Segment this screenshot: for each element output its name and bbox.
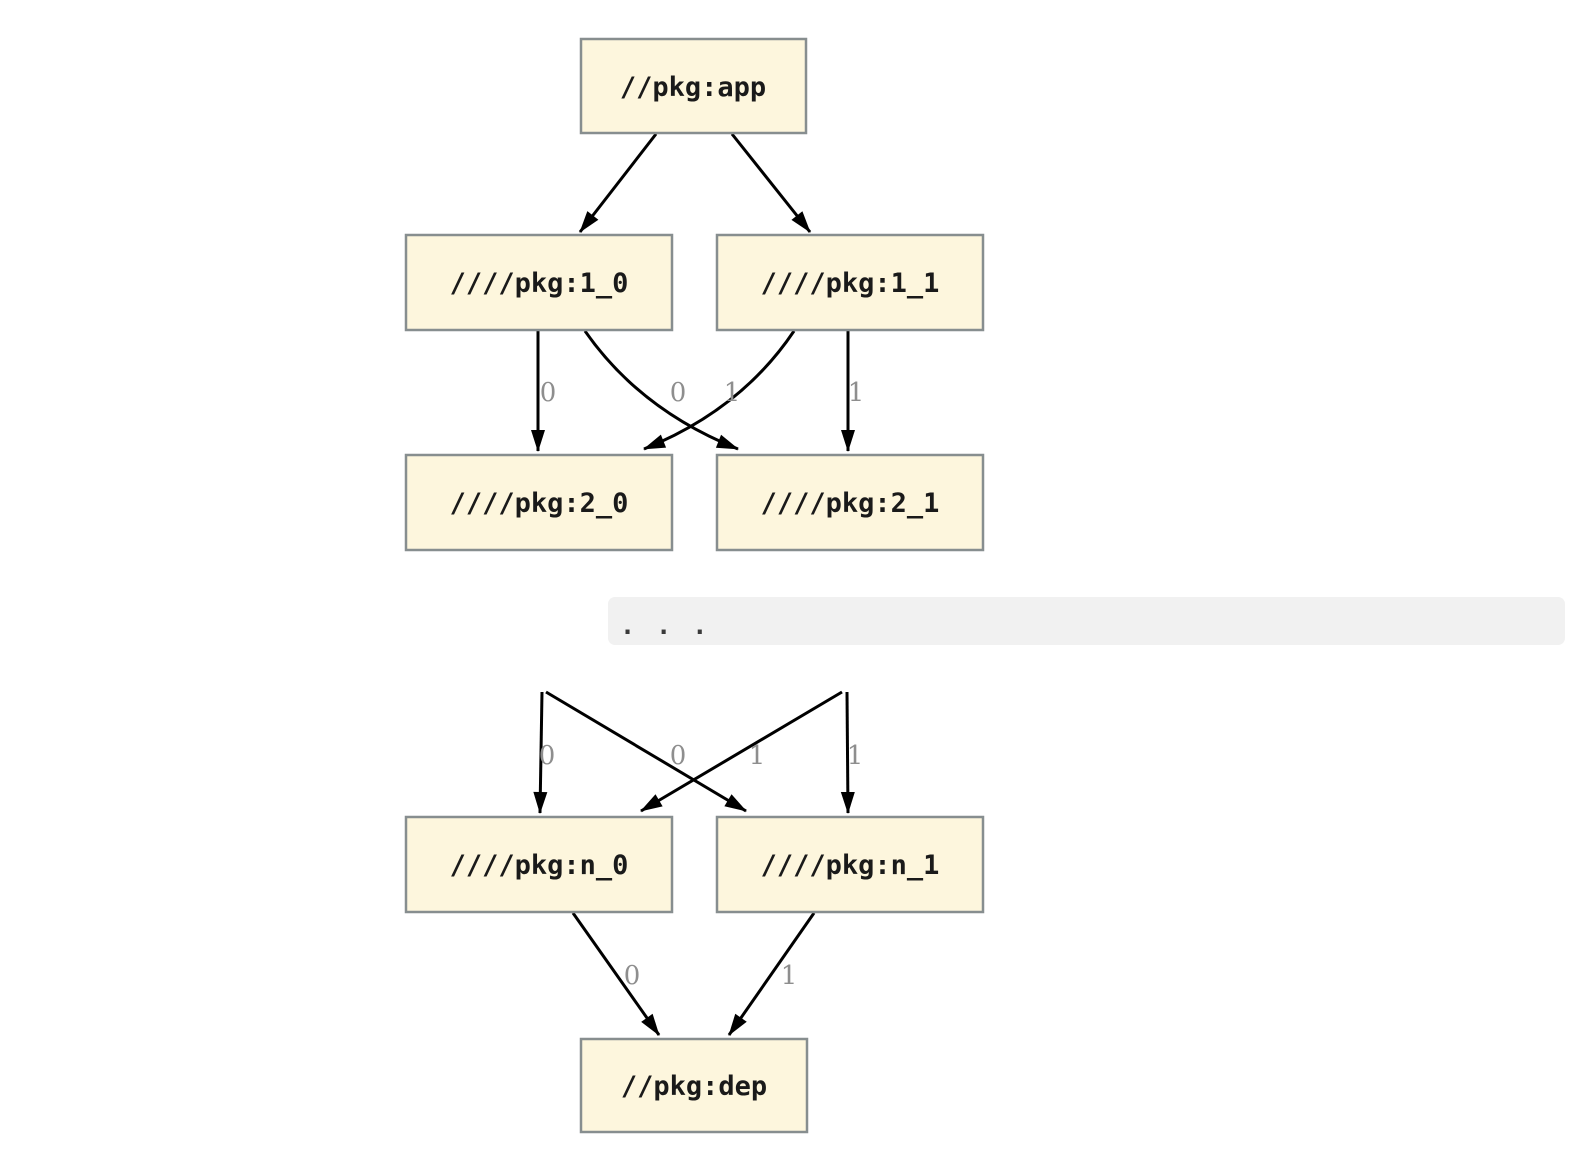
- edge-dots-to-n-1-cross: [545, 690, 747, 813]
- edge-n-1-to-dep: [727, 912, 816, 1036]
- edge-label-dots-to-n-0: 0: [539, 741, 556, 771]
- ellipsis-text: . . .: [620, 611, 710, 640]
- node-1-0-label: ////pkg:1_0: [450, 268, 629, 299]
- edge-dots-to-n-0: [533, 691, 548, 814]
- node-app-box: [579, 37, 808, 135]
- node-1-0: ////pkg:1_0: [404, 233, 674, 332]
- node-2-0: ////pkg:2_0: [404, 453, 674, 552]
- nodes: //pkg:app ////pkg:1_0 ////pkg:1_1 ////pk…: [404, 37, 985, 1134]
- edge-1-0-to-2-1: [583, 330, 739, 451]
- node-app: //pkg:app: [579, 37, 808, 135]
- edge-1-1-to-2-0: [643, 330, 796, 451]
- node-2-0-label: ////pkg:2_0: [450, 488, 629, 519]
- edge-app-to-1-1: [730, 133, 812, 233]
- node-n-1: ////pkg:n_1: [715, 815, 985, 914]
- edge-label-dots-to-n-0-cross: 0: [670, 741, 687, 771]
- edge-label-1-0-to-2-1: 1: [724, 378, 741, 408]
- edge-group-mid-lower: [533, 690, 855, 814]
- edge-label-1-1-to-2-1: 1: [848, 378, 865, 408]
- edge-label-n-0-to-dep: 0: [624, 961, 641, 991]
- edge-label-dots-to-n-1-cross: 1: [749, 741, 766, 771]
- node-n-0-box: [404, 815, 674, 914]
- edge-group-mid-upper: [531, 330, 855, 452]
- node-dep-label: //pkg:dep: [621, 1071, 767, 1102]
- ellipsis-band-background: [608, 597, 1565, 645]
- node-n-1-box: [715, 815, 985, 914]
- node-2-0-box: [404, 453, 674, 552]
- edge-label-1-1-to-2-0: 0: [670, 378, 687, 408]
- node-n-0-label: ////pkg:n_0: [450, 850, 629, 881]
- node-1-1-label: ////pkg:1_1: [761, 268, 940, 299]
- ellipsis-band: . . .: [608, 597, 1565, 645]
- node-app-label: //pkg:app: [620, 72, 766, 103]
- node-n-1-label: ////pkg:n_1: [761, 850, 940, 881]
- edge-group-bottom: [571, 912, 816, 1036]
- edge-label-dots-to-n-1: 1: [847, 741, 864, 771]
- node-2-1-box: [715, 453, 985, 552]
- edge-label-n-1-to-dep: 1: [781, 961, 798, 991]
- node-n-0: ////pkg:n_0: [404, 815, 674, 914]
- node-dep-box: [579, 1037, 809, 1134]
- edge-dots-to-n-0-cross: [640, 690, 843, 813]
- node-2-1-label: ////pkg:2_1: [761, 488, 940, 519]
- node-1-1: ////pkg:1_1: [715, 233, 985, 332]
- edge-label-1-0-to-2-0: 0: [540, 378, 557, 408]
- edge-app-to-1-0: [578, 133, 658, 233]
- node-1-0-box: [404, 233, 674, 332]
- edge-group-top: [578, 133, 812, 233]
- node-dep: //pkg:dep: [579, 1037, 809, 1134]
- edge-n-0-to-dep: [571, 912, 661, 1036]
- edge-labels: 0 0 1 1 0 0 1 1 0 1: [539, 378, 865, 991]
- node-1-1-box: [715, 233, 985, 332]
- node-2-1: ////pkg:2_1: [715, 453, 985, 552]
- edge-dots-to-n-1: [840, 691, 855, 814]
